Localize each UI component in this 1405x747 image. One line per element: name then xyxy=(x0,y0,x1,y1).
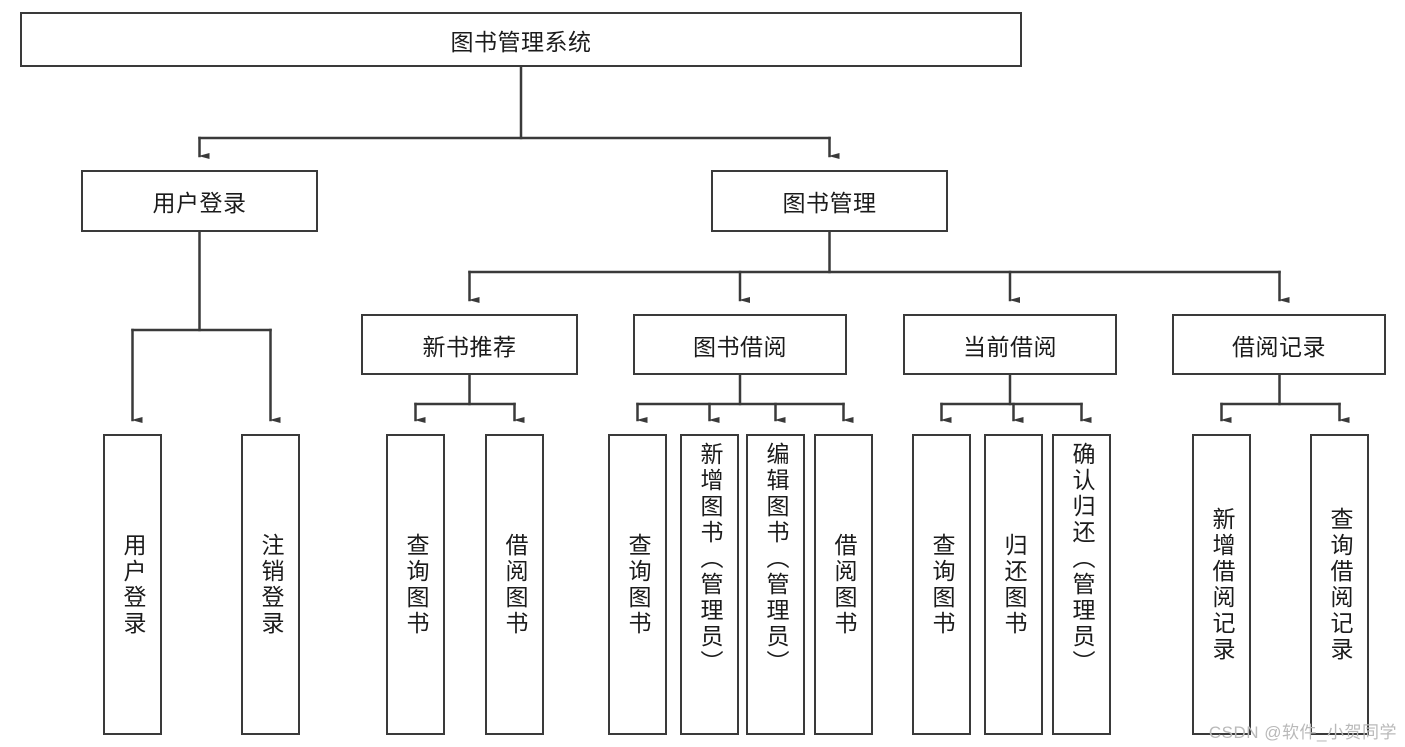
leaf-bb-query-book[interactable]: 查询图书 xyxy=(608,434,667,735)
node-label: 编辑图书（管理员） xyxy=(763,442,789,676)
node-label: 查询借阅记录 xyxy=(1327,506,1353,663)
leaf-bb-add-book[interactable]: 新增图书（管理员） xyxy=(680,434,739,735)
node-book-manage[interactable]: 图书管理 xyxy=(711,170,948,232)
node-label: 确认归还（管理员） xyxy=(1069,442,1095,676)
node-label: 新书推荐 xyxy=(422,333,517,360)
leaf-user-login[interactable]: 用户登录 xyxy=(103,434,162,735)
node-label: 图书管理系统 xyxy=(450,28,592,55)
node-label: 注销登录 xyxy=(258,532,284,637)
node-label: 查询图书 xyxy=(929,532,955,637)
node-label: 当前借阅 xyxy=(963,333,1057,360)
node-label: 新增借阅记录 xyxy=(1209,506,1235,663)
csdn-watermark: CSDN @软件_小贺同学 xyxy=(1208,723,1397,742)
node-root-system[interactable]: 图书管理系统 xyxy=(20,12,1022,67)
node-user-login[interactable]: 用户登录 xyxy=(81,170,318,232)
node-label: 借阅图书 xyxy=(831,532,857,637)
node-new-book-rec[interactable]: 新书推荐 xyxy=(361,314,578,375)
leaf-br-query-record[interactable]: 查询借阅记录 xyxy=(1310,434,1369,735)
node-borrow-record[interactable]: 借阅记录 xyxy=(1172,314,1386,375)
node-label: 借阅图书 xyxy=(502,532,528,637)
node-book-borrow[interactable]: 图书借阅 xyxy=(633,314,847,375)
node-current-borrow[interactable]: 当前借阅 xyxy=(903,314,1117,375)
leaf-cb-confirm-return[interactable]: 确认归还（管理员） xyxy=(1052,434,1111,735)
leaf-cb-query-book[interactable]: 查询图书 xyxy=(912,434,971,735)
node-label: 查询图书 xyxy=(403,532,429,637)
leaf-br-add-record[interactable]: 新增借阅记录 xyxy=(1192,434,1251,735)
node-label: 图书借阅 xyxy=(693,333,787,360)
node-label: 新增图书（管理员） xyxy=(697,442,723,676)
node-label: 图书管理 xyxy=(782,190,877,216)
leaf-user-logout[interactable]: 注销登录 xyxy=(241,434,300,735)
leaf-nb-borrow-book[interactable]: 借阅图书 xyxy=(485,434,544,735)
node-label: 用户登录 xyxy=(120,532,146,637)
leaf-nb-query-book[interactable]: 查询图书 xyxy=(386,434,445,735)
node-label: 归还图书 xyxy=(1001,532,1027,637)
leaf-bb-borrow-book[interactable]: 借阅图书 xyxy=(814,434,873,735)
node-label: 用户登录 xyxy=(152,190,247,216)
node-label: 借阅记录 xyxy=(1232,333,1326,360)
leaf-cb-return-book[interactable]: 归还图书 xyxy=(984,434,1043,735)
node-label: 查询图书 xyxy=(625,532,651,637)
leaf-bb-edit-book[interactable]: 编辑图书（管理员） xyxy=(746,434,805,735)
